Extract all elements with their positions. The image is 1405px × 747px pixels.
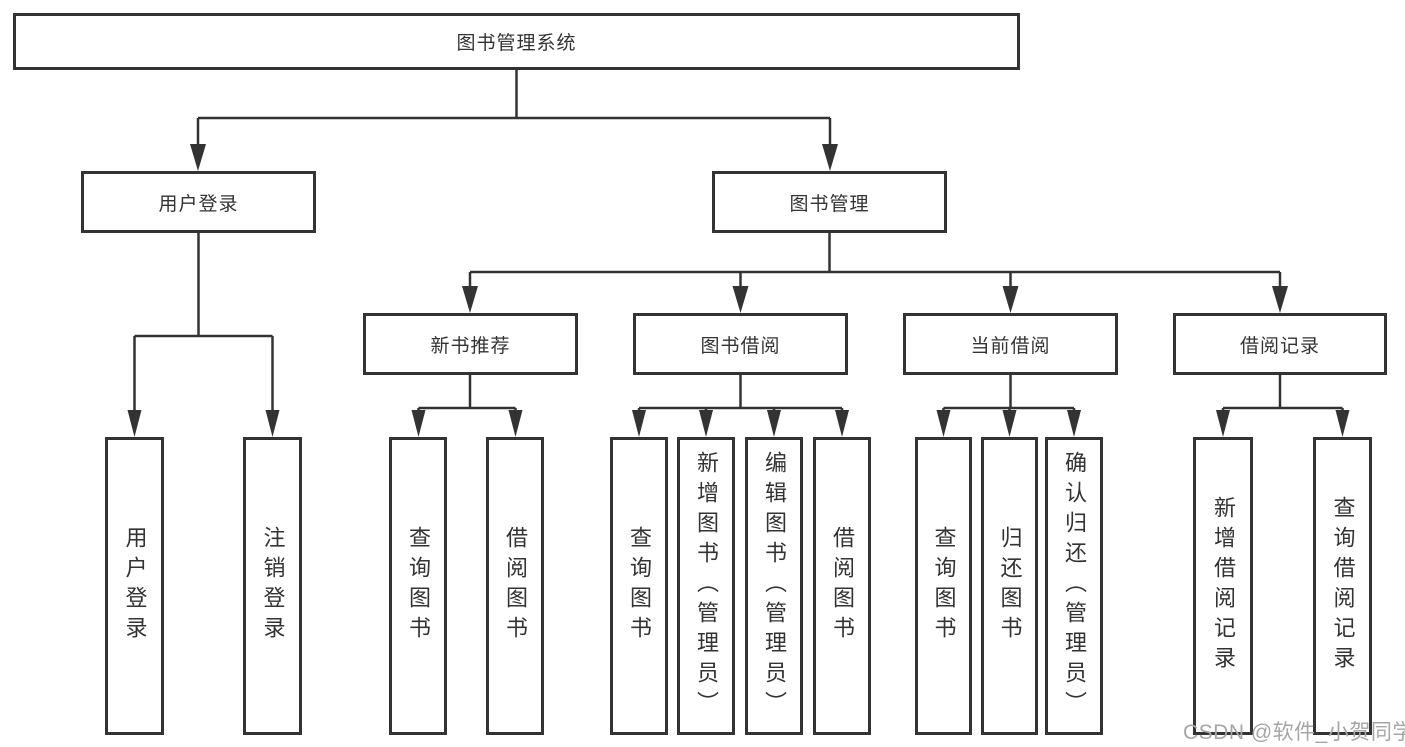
- leaf-query-books-current-label: 查询图书: [931, 526, 957, 646]
- node-library-system: 图书管理系统: [13, 13, 1020, 70]
- node-borrowing-records-label: 借阅记录: [1239, 335, 1320, 357]
- leaf-add-borrow-record-label: 新增借阅记录: [1211, 496, 1236, 676]
- leaf-borrow-books-recommend-label: 借阅图书: [503, 526, 528, 646]
- node-user-login-label: 用户登录: [158, 193, 239, 215]
- leaf-logout: 注销登录: [243, 437, 302, 735]
- leaf-add-books-admin: 新增图书（管理员）: [677, 437, 735, 735]
- node-library-system-label: 图书管理系统: [456, 33, 577, 54]
- leaf-user-login: 用户登录: [105, 437, 164, 735]
- node-current-borrowing-label: 当前借阅: [970, 335, 1051, 357]
- leaf-borrow-books: 借阅图书: [813, 437, 871, 735]
- leaf-return-books-label: 归还图书: [997, 526, 1023, 646]
- node-borrowing-records: 借阅记录: [1173, 313, 1387, 375]
- leaf-edit-books-admin-label: 编辑图书（管理员）: [762, 451, 787, 721]
- leaf-query-books-current: 查询图书: [915, 437, 972, 735]
- node-book-management-label: 图书管理: [789, 193, 870, 215]
- node-book-management: 图书管理: [712, 171, 947, 233]
- leaf-logout-label: 注销登录: [260, 526, 286, 646]
- leaf-query-borrow-record: 查询借阅记录: [1313, 437, 1372, 735]
- node-new-book-recommend-label: 新书推荐: [430, 335, 511, 357]
- node-book-borrowing-label: 图书借阅: [700, 335, 781, 357]
- leaf-query-borrow-record-label: 查询借阅记录: [1330, 496, 1356, 676]
- leaf-add-borrow-record: 新增借阅记录: [1193, 437, 1253, 735]
- leaf-query-books-recommend-label: 查询图书: [406, 526, 431, 646]
- node-new-book-recommend: 新书推荐: [363, 313, 578, 375]
- leaf-edit-books-admin: 编辑图书（管理员）: [745, 437, 803, 735]
- leaf-return-books: 归还图书: [981, 437, 1038, 735]
- node-book-borrowing: 图书借阅: [633, 313, 848, 375]
- leaf-query-books-borrow: 查询图书: [610, 437, 668, 735]
- leaf-confirm-return-admin: 确认归还（管理员）: [1045, 437, 1103, 735]
- node-current-borrowing: 当前借阅: [903, 313, 1118, 375]
- node-user-login: 用户登录: [81, 171, 316, 233]
- leaf-add-books-admin-label: 新增图书（管理员）: [694, 451, 719, 721]
- leaf-borrow-books-label: 借阅图书: [830, 526, 855, 646]
- leaf-query-books-borrow-label: 查询图书: [627, 526, 652, 646]
- leaf-query-books-recommend: 查询图书: [389, 437, 447, 735]
- leaf-borrow-books-recommend: 借阅图书: [486, 437, 544, 735]
- csdn-watermark: CSDN @软件_小贺同学: [1183, 721, 1405, 744]
- leaf-confirm-return-admin-label: 确认归还（管理员）: [1062, 451, 1087, 721]
- leaf-user-login-label: 用户登录: [122, 526, 148, 646]
